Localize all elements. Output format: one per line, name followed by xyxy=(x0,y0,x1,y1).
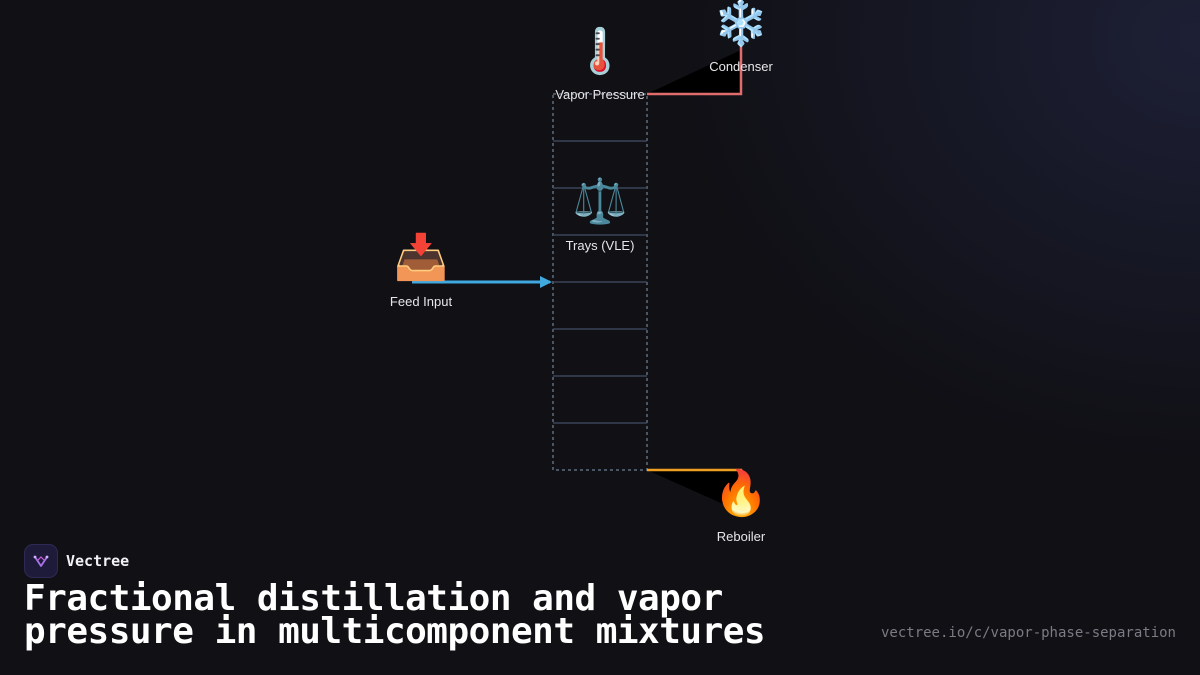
brand-name: Vectree xyxy=(66,552,130,570)
balance-scale-icon: ⚖️ xyxy=(572,176,628,227)
reboiler-label: Reboiler xyxy=(716,529,766,544)
snowflake-icon: ❄️ xyxy=(713,0,769,49)
brand[interactable]: Vectree xyxy=(24,544,129,578)
feed-input-label: Feed Input xyxy=(389,294,453,309)
thermometer-icon: 🌡️ xyxy=(572,26,628,77)
trays-label: Trays (VLE) xyxy=(565,238,635,253)
reboiler-shadow-wedge xyxy=(647,470,741,512)
column-trays xyxy=(553,140,647,424)
fire-icon: 🔥 xyxy=(713,468,769,519)
page-title: Fractional distillation and vapor pressu… xyxy=(24,578,766,652)
inbox-tray-icon: 📥 xyxy=(393,232,449,283)
condenser-label: Condenser xyxy=(709,59,773,74)
source-url[interactable]: vectree.io/c/vapor-phase-separation xyxy=(880,625,1176,641)
vectree-logo-icon xyxy=(24,544,58,578)
reboiler-connector xyxy=(647,468,743,480)
condenser-connector xyxy=(647,46,743,96)
vapor-pressure-label: Vapor Pressure xyxy=(555,87,645,102)
condenser-shadow-wedge xyxy=(647,50,741,94)
